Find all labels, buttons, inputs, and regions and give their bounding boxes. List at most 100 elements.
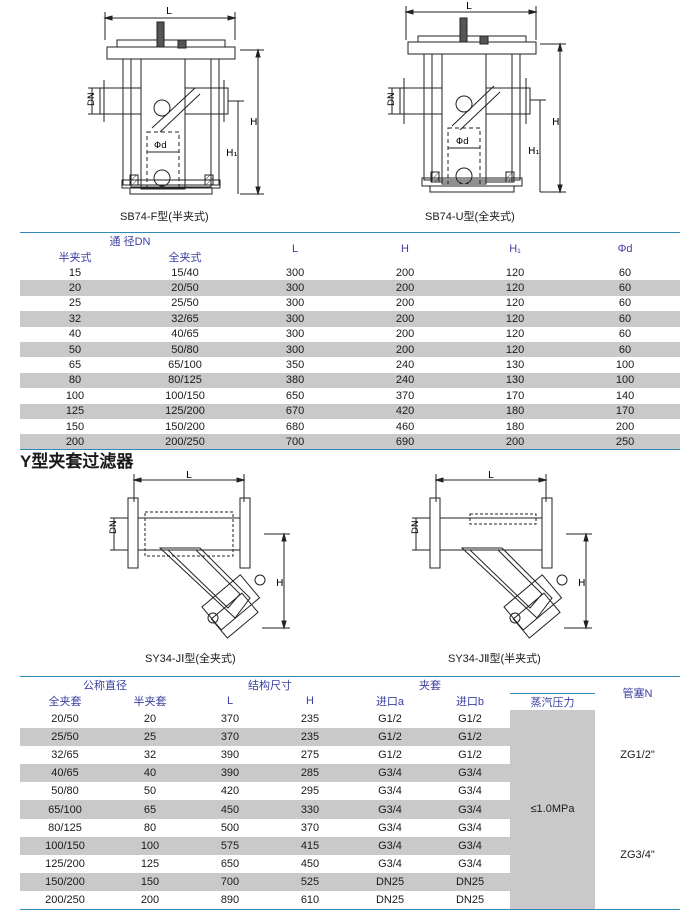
table-cell: 700 [190,873,270,892]
sb74-u-phid-label: Φd [456,137,469,147]
col-h-header: H [401,243,409,255]
table-cell: G1/2 [458,712,482,725]
sy34-j2-l-label: L [488,470,494,481]
table-cell: 100 [65,389,85,402]
table-cell: 40/65 [171,328,199,341]
sb74-f-l-label: L [166,6,172,17]
section-title: Y型夹套过滤器 [20,452,134,471]
table-cell: G1/2 [458,748,482,761]
table-cell: 65/100 [168,359,202,372]
table-cell: 700 [240,434,351,450]
table-cell: G3/4 [458,821,482,834]
table-cell: G1/2 [350,727,430,746]
table-cell: 25/50 [20,727,110,746]
table-cell: 200 [20,434,130,450]
table-cell: 300 [285,328,305,341]
table-cell: 415 [270,836,350,855]
table-cell: 200 [350,341,461,358]
table-cell: 15 [68,266,82,279]
table-cell: 130 [460,372,571,389]
table-cell: 450 [300,858,320,871]
table-cell: 50 [20,341,130,358]
col-inlet-a-header: 进口a [375,696,405,709]
sb74-u-caption: SB74-U型(全夹式) [425,211,515,223]
table-cell: 60 [618,328,632,341]
sy34-j2-h-label: H [578,578,586,589]
table-cell: 40/65 [20,764,110,783]
col-l-header: L [226,695,234,708]
table-cell: 100/150 [165,389,205,402]
table-cell: 100 [570,372,681,389]
table-cell: 50/80 [51,785,79,798]
table-cell: 300 [285,266,305,279]
table-cell: G3/4 [378,858,402,871]
dn-group-header: 通 径DN [109,236,151,248]
table-cell: 65 [110,800,190,819]
col-h-header: H [306,695,314,708]
table-cell: 670 [240,403,351,419]
table-cell: G3/4 [378,821,402,834]
table-cell: 40 [68,328,82,341]
table-cell: 200 [140,894,160,907]
table-cell: 25 [110,727,190,746]
sy34-j1-l-label: L [186,470,192,481]
table-cell: 300 [240,280,351,296]
sb74-u-h-label: H [552,117,560,128]
table-cell: 100/150 [20,836,110,855]
plug-cell-small: ZG1/2" [595,709,680,801]
sb74-f-h-label: H [250,117,258,128]
table-cell: 890 [220,894,240,907]
col-half-clamp-header: 半夹式 [58,252,92,264]
table-cell: 690 [350,434,461,450]
table-cell: 65 [68,359,82,372]
table-cell: 125/200 [45,858,85,871]
sy34-j2-drawing [412,474,592,639]
table-cell: 15/40 [171,266,199,279]
y-strainer-drawings: L H DN L H DN [109,470,592,639]
table-cell: 370 [300,821,320,834]
table-cell: G3/4 [378,785,402,798]
col-phid-header: Φd [617,243,633,255]
table-cell: 65/100 [20,800,110,819]
table-cell: 120 [460,311,571,327]
table-cell: 150 [65,420,85,433]
table-cell: G1/2 [378,712,402,725]
table-cell: 100 [110,836,190,855]
table-cell: 500 [220,821,240,834]
table-cell: 80 [143,821,157,834]
table-cell: 80/125 [48,821,82,834]
sy34-j1-caption: SY34-JⅠ型(全夹式) [145,653,236,665]
table-cell: 60 [570,341,681,358]
table-cell: 650 [285,389,305,402]
table-cell: 390 [190,764,270,783]
structure-group-header: 结构尺寸 [248,680,292,692]
table-cell: 32/65 [130,311,241,327]
table-cell: G3/4 [430,800,510,819]
table-cell: 300 [240,341,351,358]
table-cell: G3/4 [350,800,430,819]
table-cell: 370 [220,712,240,725]
table-cell: 235 [300,712,320,725]
table-cell: 170 [505,389,525,402]
nominal-group-header: 公称直径 [83,680,127,692]
table-cell: 130 [505,359,525,372]
table-cell: G3/4 [430,836,510,855]
table-cell: 60 [618,297,632,310]
col-h1-header: H₁ [509,243,521,255]
table-cell: G3/4 [458,785,482,798]
table-cell: 180 [460,403,571,419]
table-cell: 295 [300,785,320,798]
table-cell: G3/4 [458,858,482,871]
table-cell: 170 [570,403,681,419]
table-cell: 275 [300,748,320,761]
table-cell: 150/200 [165,420,205,433]
